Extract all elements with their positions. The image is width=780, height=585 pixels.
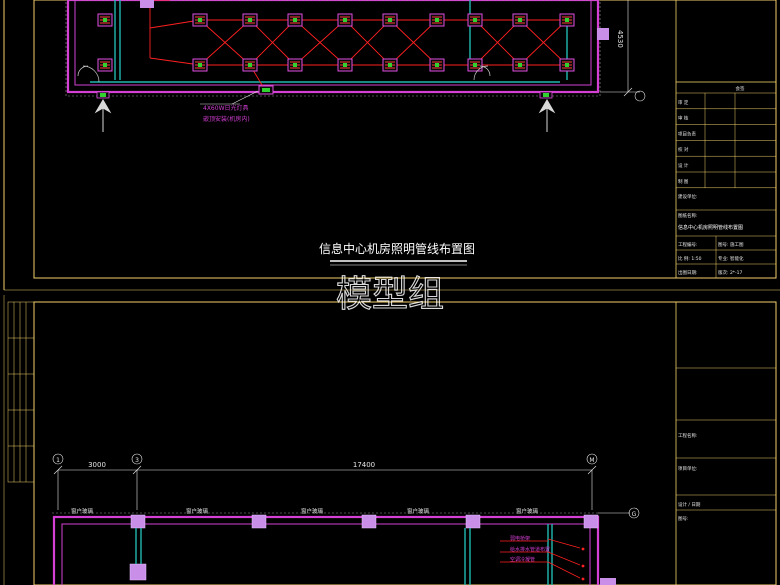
title-block-row-label: 校 对 — [678, 146, 689, 153]
title-block-bottom: 工程名称: 项目单位: 设计 / 日期 图号: — [675, 301, 777, 585]
drawing-title: 信息中心机房照明管线布置图 — [319, 241, 475, 256]
bottom-dimensions — [52, 453, 640, 519]
title-block-project-label: 建设单位: — [678, 193, 698, 200]
window-label: 窗户玻璃 — [407, 507, 430, 515]
top-room-walls — [65, 0, 601, 97]
window-labels: 窗户玻璃 窗户玻璃 窗户玻璃 窗户玻璃 窗户玻璃 — [71, 507, 539, 515]
light-fixture — [382, 13, 398, 27]
top-wiring — [149, 0, 568, 91]
light-fixture — [382, 58, 398, 72]
light-fixture — [192, 58, 208, 72]
axis-bubble-3: 3 — [135, 457, 139, 464]
window-label: 窗户玻璃 — [71, 507, 94, 515]
title-block-row-label: 项目负责 — [678, 130, 696, 137]
top-annotation: 4X60W日光灯具 嵌顶安装(机房内) — [200, 90, 259, 123]
title-block-row-label: 审 定 — [678, 99, 689, 106]
light-fixture — [559, 13, 575, 27]
top-light-fixtures — [97, 13, 575, 72]
light-fixture — [429, 58, 445, 72]
axis-bubble-m: M — [589, 457, 594, 464]
top-sheet: 4530 4X60W日光灯具 嵌顶安装(机房内) 信息中心机房照明管线布置图 会… — [3, 0, 780, 291]
axis-bubble-g: G — [632, 511, 637, 518]
bottom-sheet-frame — [33, 301, 777, 585]
title-block-info-right: 专业: 智能化 — [718, 255, 744, 262]
light-fixture — [242, 58, 258, 72]
title-block-header: 会签 — [736, 85, 745, 92]
light-fixture — [97, 13, 113, 27]
light-fixture — [192, 13, 208, 27]
legend-label-2: 给水排水管道布置 — [510, 546, 550, 553]
bottom-columns — [129, 514, 599, 581]
bottom-tb-row-3: 设计 / 日期 — [678, 501, 701, 508]
top-sheet-frame — [33, 0, 777, 279]
light-fixture — [287, 13, 303, 27]
window-label: 窗户玻璃 — [516, 507, 539, 515]
top-entry-arrows — [94, 99, 556, 132]
light-fixture — [467, 13, 483, 27]
title-block-info-left: 出图日期: — [678, 269, 698, 276]
light-fixture — [467, 58, 483, 72]
title-block-row-label: 制 图 — [678, 178, 689, 185]
bottom-tb-row-2: 项目单位: — [678, 465, 698, 472]
title-block-row-label: 设 计 — [678, 162, 689, 169]
light-fixture — [97, 58, 113, 72]
light-fixture — [559, 58, 575, 72]
light-fixture — [337, 13, 353, 27]
title-block-drawing-name: 信息中心机房照明管线布置图 — [678, 224, 743, 231]
window-label: 窗户玻璃 — [301, 507, 324, 515]
light-fixture — [287, 58, 303, 72]
binding-strip — [3, 295, 35, 585]
light-fixture — [337, 58, 353, 72]
bottom-dimension-labels: 3000 17400 1 3 M G — [56, 457, 637, 518]
window-label: 窗户玻璃 — [186, 507, 209, 515]
dimension-17400: 17400 — [353, 461, 375, 469]
top-side-dimension: 4530 — [600, 0, 646, 102]
bottom-legend: 弱电桥架 给水排水管道布置 空调冷凝管 — [500, 535, 616, 585]
axis-bubble-1: 1 — [56, 457, 60, 464]
light-fixture — [512, 58, 528, 72]
legend-label-1: 弱电桥架 — [510, 535, 530, 542]
bottom-room-walls — [52, 512, 600, 585]
title-block-info-right: 版次: 2*-17 — [718, 269, 743, 276]
watermark: 模型组 — [336, 274, 444, 315]
title-block-row-label: 审 核 — [678, 115, 689, 122]
dimension-3000: 3000 — [88, 461, 106, 469]
top-side-dimension-label: 4530 — [616, 30, 624, 48]
top-door-markers — [96, 0, 609, 99]
annotation-line-1: 4X60W日光灯具 — [203, 104, 249, 112]
title-block-info-left: 比 例: 1:50 — [678, 255, 702, 262]
title-block-drawing-name-label: 图纸名称: — [678, 212, 698, 219]
annotation-line-2: 嵌顶安装(机房内) — [203, 115, 250, 123]
bottom-tb-row-1: 工程名称: — [678, 432, 698, 439]
light-fixture — [429, 13, 445, 27]
title-block-info-right: 图号: 施工图 — [718, 241, 744, 248]
light-fixture — [512, 13, 528, 27]
top-doors — [77, 65, 491, 83]
bottom-conduits — [135, 524, 553, 585]
legend-label-3: 空调冷凝管 — [510, 556, 535, 563]
bottom-sheet: 工程名称: 项目单位: 设计 / 日期 图号: 3000 17400 1 3 M — [3, 295, 777, 585]
bottom-tb-row-4: 图号: — [678, 516, 689, 522]
title-block-info-left: 工程编号: — [678, 241, 698, 248]
light-fixture — [242, 13, 258, 27]
